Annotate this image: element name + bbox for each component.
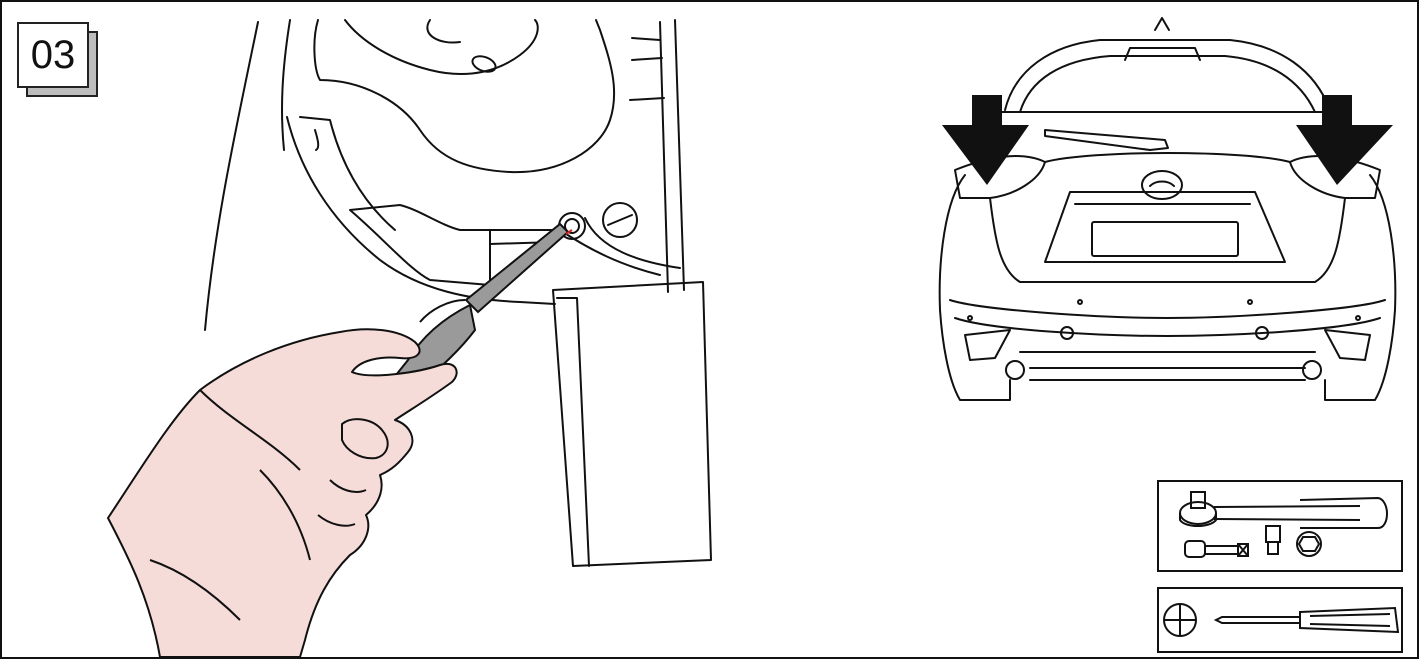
tool-panel-socket-set: [1157, 480, 1403, 572]
socket-icon: [1265, 525, 1281, 555]
vehicle-rear-view: [938, 17, 1397, 401]
arrow-left-icon: [942, 95, 1029, 185]
extension-bar-icon: [1184, 540, 1249, 558]
hand: [107, 328, 458, 658]
tool-panel-screwdriver: [1157, 587, 1403, 653]
phillips-screwdriver-icon: [1163, 603, 1400, 637]
arrow-right-icon: [1296, 95, 1393, 185]
ratchet-icon: [1179, 491, 1388, 529]
step-number: 03: [17, 22, 89, 88]
hex-socket-icon: [1296, 531, 1322, 557]
